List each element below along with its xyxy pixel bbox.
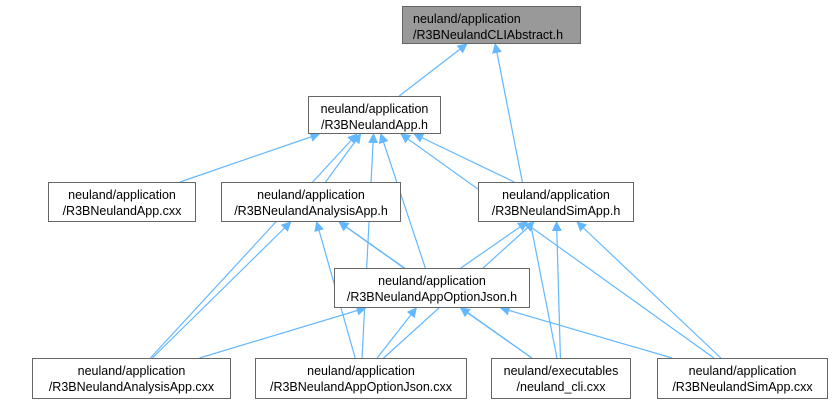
- node-sim-h[interactable]: neuland/application /R3BNeulandSimApp.h: [478, 182, 634, 222]
- node-json-h[interactable]: neuland/application /R3BNeulandAppOption…: [334, 268, 530, 308]
- node-sim-cxx-line2: /R3BNeulandSimApp.cxx: [672, 380, 813, 394]
- edge-analysis_cxx-to-json_h: [199, 305, 367, 359]
- node-root-header: neuland/application /R3BNeulandCLIAbstra…: [402, 6, 581, 44]
- edge-sim_h-to-app_h: [413, 133, 515, 183]
- node-cli-cxx-line1: neuland/executables: [503, 364, 619, 378]
- node-sim-cxx-line1: neuland/application: [688, 364, 797, 378]
- node-app-h-line1: neuland/application: [320, 102, 429, 116]
- node-app-cxx-line2: /R3BNeulandApp.cxx: [62, 204, 182, 218]
- node-json-cxx-line2: /R3BNeulandAppOptionJson.cxx: [269, 380, 453, 394]
- node-app-cxx[interactable]: neuland/application /R3BNeulandApp.cxx: [48, 182, 196, 222]
- node-analysis-cxx-line2: /R3BNeulandAnalysisApp.cxx: [48, 380, 215, 394]
- edge-sim_cxx-to-json_h: [499, 305, 673, 359]
- node-app-h[interactable]: neuland/application /R3BNeulandApp.h: [308, 96, 441, 134]
- edge-app_h-to-root: [398, 43, 468, 97]
- edge-app_cxx-to-app_h: [179, 132, 321, 183]
- node-json-h-line2: /R3BNeulandAppOptionJson.h: [346, 290, 518, 304]
- node-json-cxx[interactable]: neuland/application /R3BNeulandAppOption…: [255, 358, 467, 399]
- edge-cli_cxx-to-sim_h: [551, 221, 562, 359]
- edge-analysis_h-to-app_h: [325, 133, 362, 183]
- edge-json_h-to-sim_h: [460, 221, 528, 269]
- node-root-line1: neuland/application: [413, 12, 521, 26]
- node-sim-h-line1: neuland/application: [502, 188, 610, 202]
- node-analysis-h[interactable]: neuland/application /R3BNeulandAnalysisA…: [221, 182, 401, 222]
- node-app-h-line2: /R3BNeulandApp.h: [320, 118, 429, 132]
- edge-json_h-to-app_h: [378, 133, 426, 269]
- node-json-cxx-line1: neuland/application: [307, 364, 415, 378]
- edge-analysis_cxx-to-app_h: [149, 133, 358, 359]
- edge-cli_cxx-to-json_h: [459, 307, 533, 359]
- edge-json_cxx-to-json_h: [376, 307, 417, 359]
- node-cli-cxx[interactable]: neuland/executables /neuland_cli.cxx: [491, 358, 631, 399]
- node-json-h-line1: neuland/application: [378, 274, 486, 288]
- node-analysis-cxx[interactable]: neuland/application /R3BNeulandAnalysisA…: [32, 358, 231, 399]
- node-sim-cxx[interactable]: neuland/application /R3BNeulandSimApp.cx…: [657, 358, 828, 399]
- node-analysis-h-line1: neuland/application: [257, 188, 365, 202]
- node-sim-h-line2: /R3BNeulandSimApp.h: [491, 204, 621, 218]
- node-analysis-cxx-line1: neuland/application: [77, 364, 186, 378]
- node-app-cxx-line1: neuland/application: [68, 188, 176, 202]
- node-cli-cxx-line2: /neuland_cli.cxx: [516, 380, 606, 394]
- edge-json_cxx-to-app_h: [361, 133, 379, 359]
- node-analysis-h-line2: /R3BNeulandAnalysisApp.h: [234, 204, 388, 218]
- edge-analysis_cxx-to-analysis_h: [151, 221, 292, 359]
- node-root-line2: /R3BNeulandCLIAbstract.h: [413, 28, 564, 42]
- edge-sim_cxx-to-sim_h: [576, 221, 722, 359]
